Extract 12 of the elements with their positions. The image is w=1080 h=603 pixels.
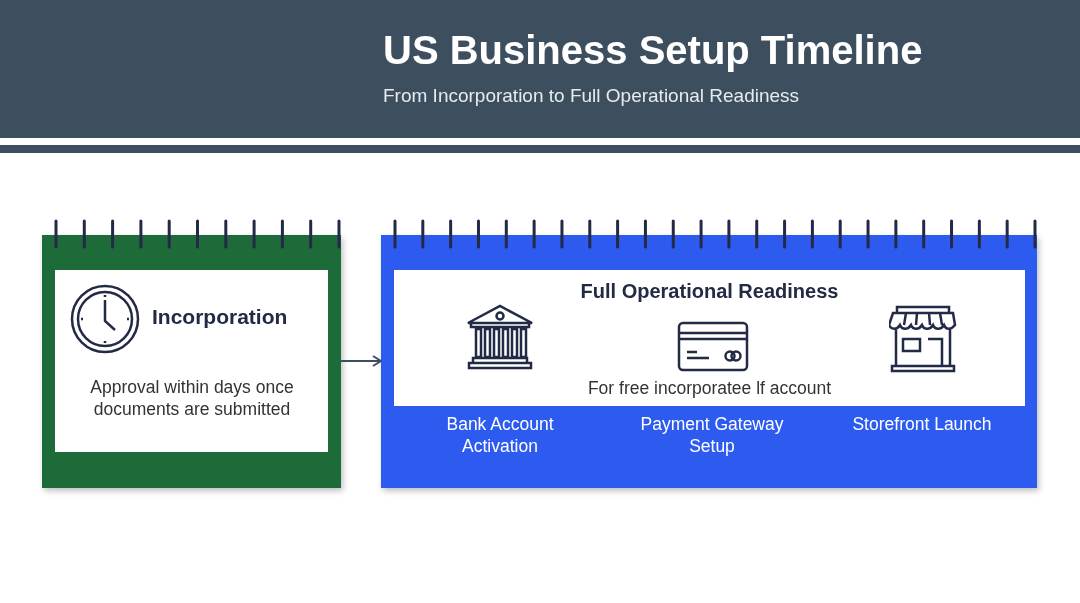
step-label: Payment Gateway Setup: [639, 413, 785, 457]
milestone-card: [42, 235, 341, 488]
arrow: [340, 355, 382, 367]
subtitle: From Incorporation to Full Operational Readiness: [383, 85, 800, 107]
card-description: Approval within days once documents are submitted: [89, 376, 295, 420]
card-heading: Incorporation: [152, 305, 288, 329]
card-note: For free incorporatee lf account: [586, 378, 833, 399]
step-label: Bank Account Activation: [445, 413, 555, 457]
step-label: Storefront Launch: [851, 413, 993, 435]
milestone-card: [381, 235, 1037, 488]
title: US Business Setup Timeline: [383, 28, 923, 73]
card-heading: Full Operational Readiness: [579, 280, 840, 303]
